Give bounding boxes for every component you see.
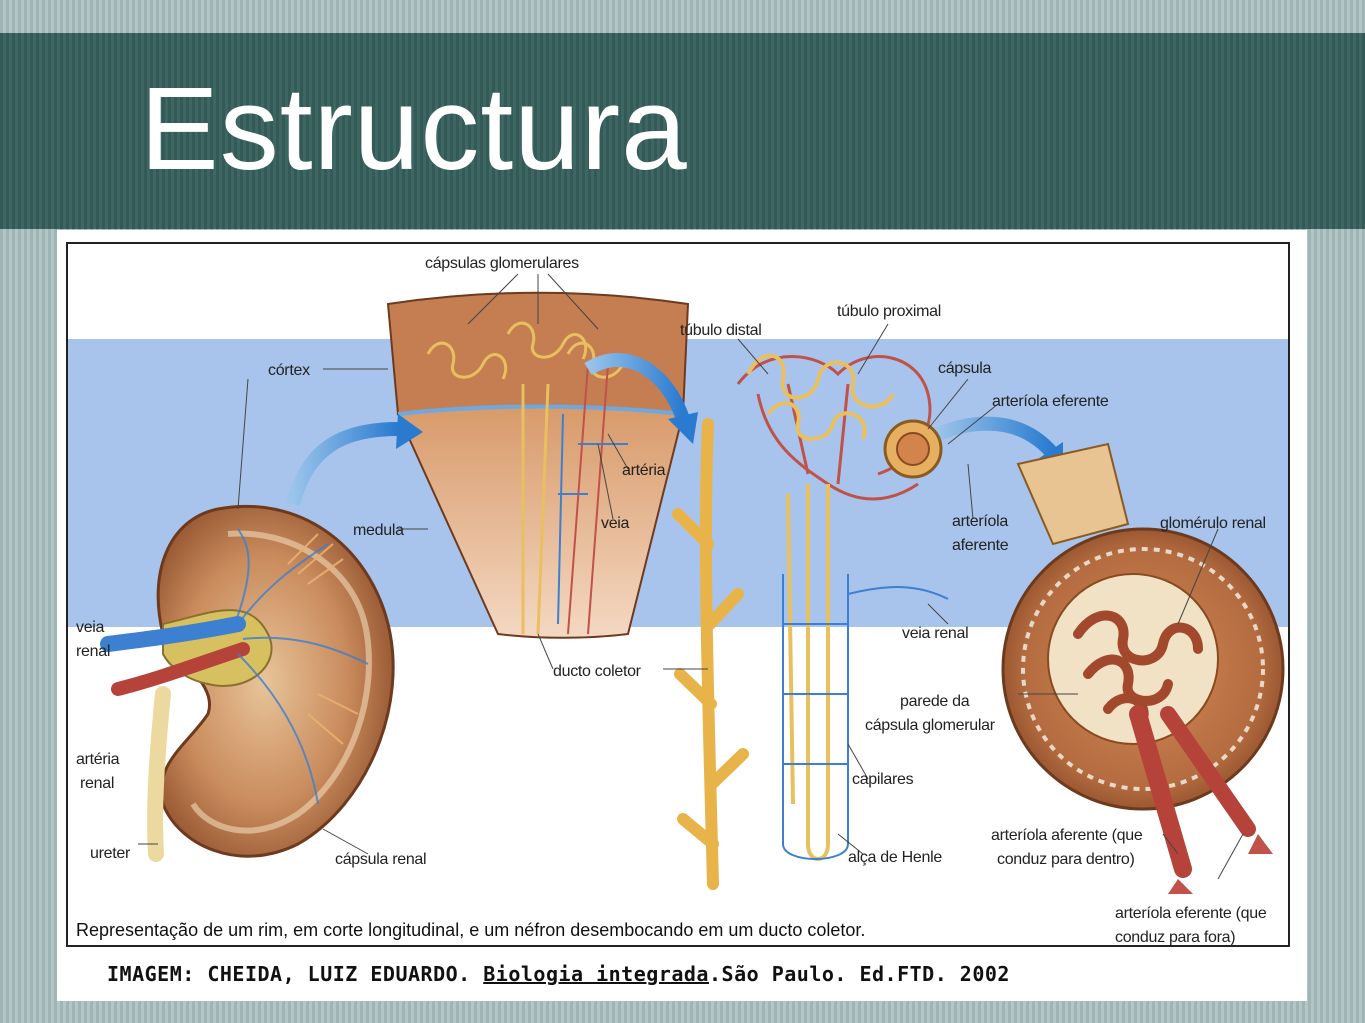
cortex-wedge — [386, 291, 690, 639]
label-capsula-renal: cápsula renal — [335, 851, 427, 868]
slide-title: Estructura — [140, 63, 688, 195]
label-arteria-renal-2: renal — [80, 775, 115, 792]
label-veia-renal: veia renal — [902, 625, 969, 642]
label-arteria: artéria — [622, 462, 666, 479]
label-tubulo-distal: túbulo distal — [680, 322, 762, 339]
label-veia-renal-kidney-1: veia — [76, 619, 105, 636]
kidney-section — [100, 504, 395, 862]
label-capsula: cápsula — [938, 360, 992, 377]
label-arteria-renal-1: artéria — [76, 751, 120, 768]
kidney-illustration — [100, 273, 1285, 894]
label-arteriola-eferente-que-2: conduz para fora) — [1115, 929, 1236, 946]
collecting-duct — [672, 418, 749, 890]
label-arteriola-aferente-que-1: arteríola aferente (que — [991, 827, 1143, 844]
label-ureter: ureter — [90, 845, 130, 862]
label-glomerulo-renal: glomérulo renal — [1160, 515, 1266, 532]
label-parede-capsula-1: parede da — [900, 693, 970, 710]
label-arteriola-aferente-2: aferente — [952, 537, 1009, 554]
label-arteriola-eferente-que-1: arteríola eferente (que — [1115, 905, 1267, 922]
label-veia-renal-kidney-2: renal — [76, 643, 111, 660]
label-arteriola-aferente-1: arteríola — [952, 513, 1008, 530]
credit-book-title: Biologia integrada — [483, 962, 709, 986]
arrow-2-icon — [584, 352, 690, 422]
arrow-1-icon — [286, 422, 399, 506]
kidney-diagram: cápsulas glomerulares córtex medula veia… — [66, 242, 1290, 947]
label-capsulas-glomerulares: cápsulas glomerulares — [425, 255, 579, 272]
nephron — [736, 353, 949, 861]
label-veia: veia — [601, 515, 630, 532]
label-arteriola-eferente: arteríola eferente — [992, 393, 1109, 410]
label-tubulo-proximal: túbulo proximal — [837, 303, 942, 320]
label-medula: medula — [353, 522, 404, 539]
header-band — [0, 33, 1365, 229]
label-arteriola-aferente-que-2: conduz para dentro) — [997, 851, 1135, 868]
label-parede-capsula-2: cápsula glomerular — [865, 717, 995, 734]
label-capilares: capilares — [852, 771, 914, 788]
figure-caption: Representação de um rim, em corte longit… — [76, 920, 866, 940]
label-cortex: córtex — [268, 362, 310, 379]
arrow-3-icon — [935, 416, 1059, 459]
image-credit: IMAGEM: CHEIDA, LUIZ EDUARDO. Biologia i… — [107, 962, 1010, 986]
glomerulus-enlarged — [1001, 442, 1285, 894]
label-alca-de-henle: alça de Henle — [848, 849, 942, 866]
label-ducto-coletor: ducto coletor — [553, 663, 641, 680]
credit-suffix: .São Paulo. Ed.FTD. 2002 — [708, 962, 1010, 986]
credit-prefix: IMAGEM: CHEIDA, LUIZ EDUARDO. — [107, 962, 484, 986]
